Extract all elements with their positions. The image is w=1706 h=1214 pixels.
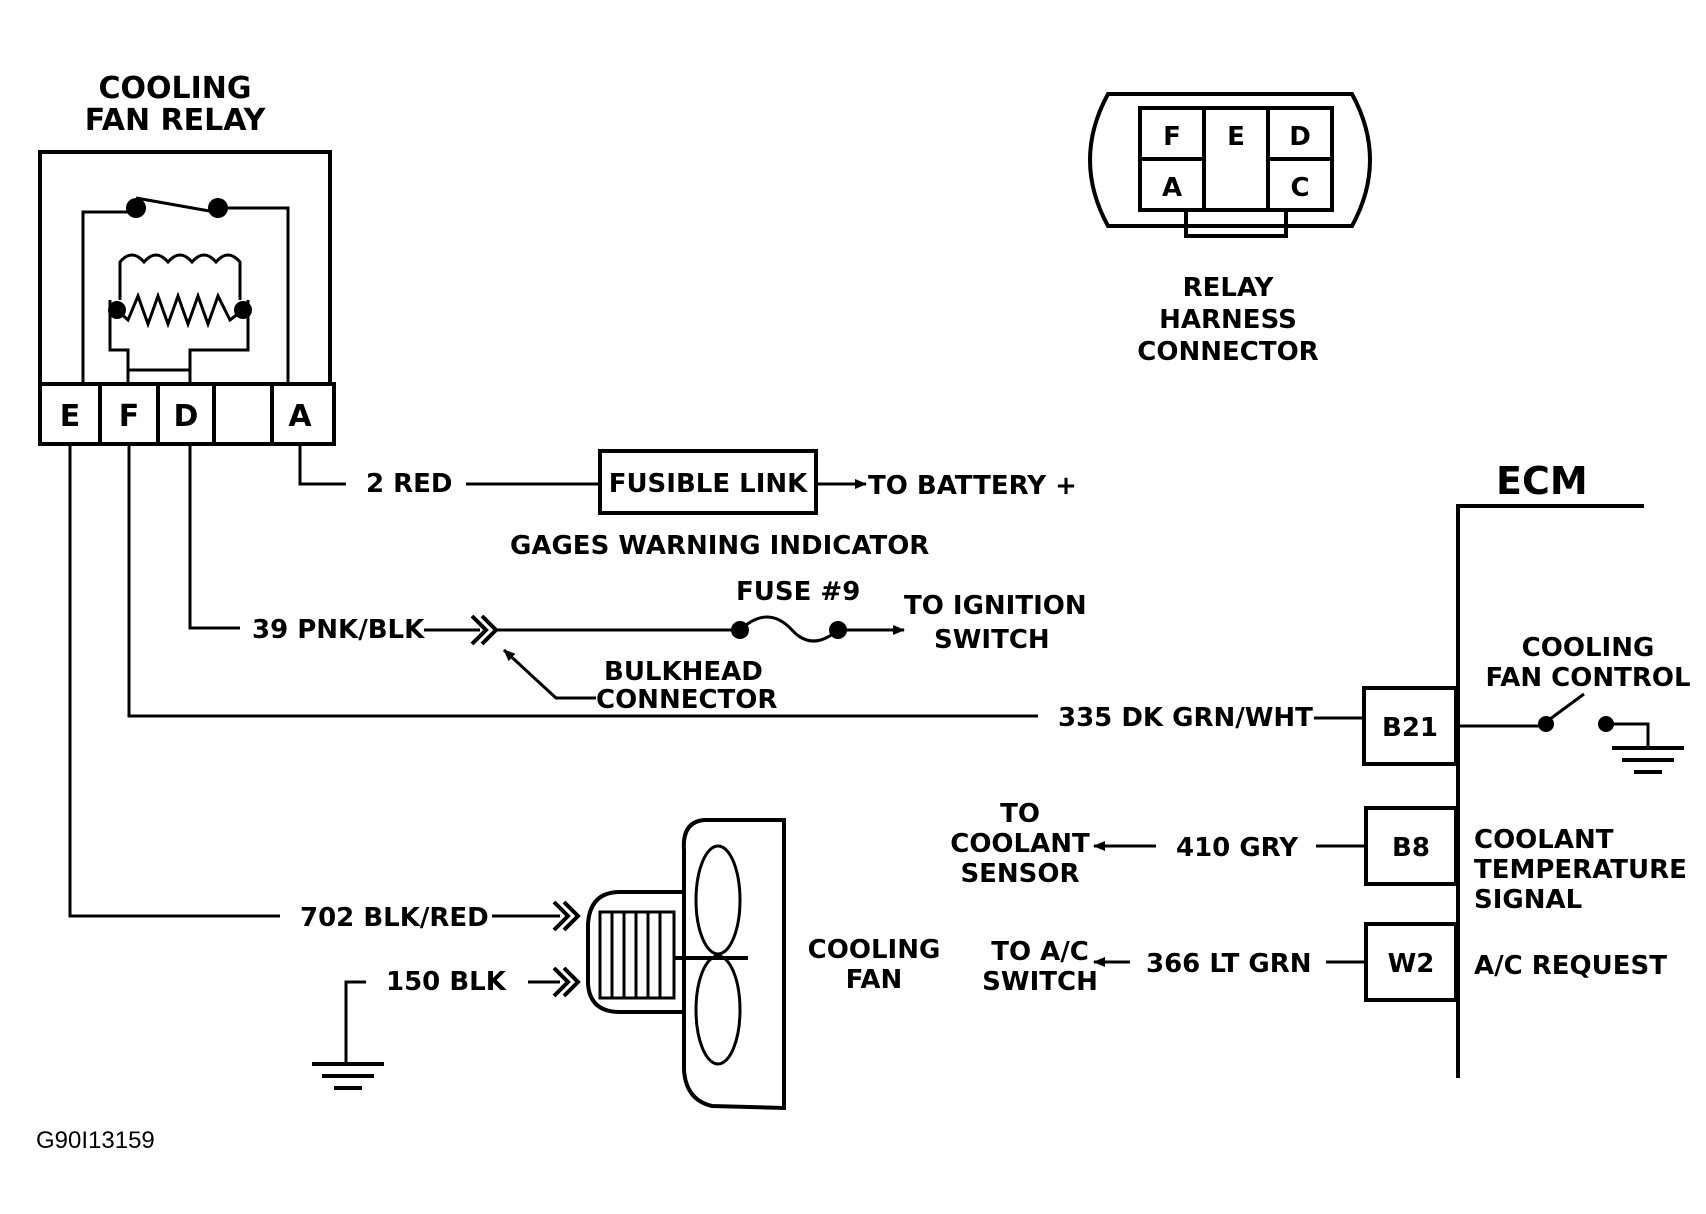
ecm-pin-b21-label: B21 — [1382, 713, 1438, 743]
harness-latch — [1184, 208, 1288, 238]
harness-pin-f: F — [1163, 122, 1181, 152]
ecm-outline — [1456, 504, 1644, 1078]
ecm-pin-w2 — [1364, 922, 1458, 1002]
relay-title-line2: FAN RELAY — [85, 103, 267, 138]
harness-outline — [1088, 92, 1372, 228]
fan-control-label-line2: FAN CONTROL — [1485, 663, 1690, 693]
ecm-pin-b8-label: B8 — [1392, 833, 1430, 863]
coolant-signal-line3: SIGNAL — [1474, 885, 1582, 915]
ground-symbol-fan — [312, 1062, 384, 1090]
circuit-2-red: 2 RED FUSIBLE LINK TO BATTERY + GAGES WA… — [298, 444, 1077, 561]
ac-request-label: A/C REQUEST — [1474, 951, 1667, 981]
fuse-9-label: FUSE #9 — [736, 577, 860, 607]
wire-335-label: 335 DK GRN/WHT — [1058, 703, 1313, 733]
to-coolant-line2: COOLANT — [950, 829, 1090, 859]
wire-366-label: 366 LT GRN — [1146, 949, 1312, 979]
harness-label-line3: CONNECTOR — [1137, 337, 1318, 367]
relay-pin-f: F — [119, 399, 140, 434]
fuse-9-symbol — [738, 615, 839, 643]
fusible-link-label: FUSIBLE LINK — [609, 469, 808, 499]
circuit-702-blk-red: 702 BLK/RED — [68, 444, 581, 933]
to-coolant-line1: TO — [1000, 799, 1040, 829]
bulkhead-label-line1: BULKHEAD — [604, 657, 763, 687]
to-ignition-line1: TO IGNITION — [904, 591, 1087, 621]
circuit-410-gry: 410 GRY TO COOLANT SENSOR — [950, 799, 1366, 889]
ecm-title: ECM — [1496, 459, 1588, 503]
wire-702-label: 702 BLK/RED — [300, 903, 489, 933]
fan-shroud — [681, 818, 786, 1111]
to-ac-line2: SWITCH — [982, 967, 1098, 997]
fan-connector-702-symbol — [552, 900, 581, 932]
harness-pin-e: E — [1227, 122, 1245, 152]
wire-150-label: 150 BLK — [386, 967, 507, 997]
figure-code: G90I13159 — [36, 1127, 155, 1154]
relay-title-line1: COOLING — [98, 71, 251, 106]
fan-control-label-line1: COOLING — [1522, 633, 1655, 663]
to-battery-label: TO BATTERY + — [868, 471, 1077, 501]
relay-pin-e: E — [60, 399, 81, 434]
bulkhead-label-line2: CONNECTOR — [596, 685, 777, 715]
ground-symbol-ecm — [1612, 746, 1684, 774]
to-coolant-line3: SENSOR — [960, 859, 1079, 889]
coolant-signal-line1: COOLANT — [1474, 825, 1614, 855]
wire-410-label: 410 GRY — [1176, 833, 1299, 863]
harness-pin-d: D — [1289, 122, 1311, 152]
circuit-366-lt-grn: 366 LT GRN TO A/C SWITCH — [982, 937, 1366, 997]
wire-39-pnk-blk-label: 39 PNK/BLK — [252, 615, 425, 645]
relay-pin-strip — [38, 382, 336, 446]
coolant-signal-line2: TEMPERATURE — [1474, 855, 1687, 885]
harness-label-line1: RELAY — [1183, 273, 1275, 303]
ecm-pin-w2-label: W2 — [1388, 949, 1435, 979]
relay-pin-a: A — [288, 399, 312, 434]
ecm-pin-b21 — [1362, 686, 1458, 766]
ecm: ECM B21 COOLING FAN CONTROL B8 COOLANT T… — [1362, 459, 1691, 1078]
fusible-link — [598, 449, 818, 515]
harness-pin-a: A — [1162, 173, 1182, 203]
fan-label-line1: COOLING — [808, 935, 941, 965]
relay-harness-connector: F E D A C RELAY HARNESS CONNECTOR — [1088, 92, 1372, 367]
relay-coil-symbol — [108, 253, 252, 404]
fan-motor-housing — [586, 890, 686, 1014]
wire-2-red-label: 2 RED — [366, 469, 453, 499]
cooling-fan: COOLING FAN — [586, 818, 941, 1111]
circuit-39-pnk-blk: 39 PNK/BLK FUSE #9 TO IGNITION SWITCH BU… — [188, 444, 1087, 715]
fan-label-line2: FAN — [846, 965, 903, 995]
relay-switch-symbol — [81, 196, 290, 404]
circuit-150-blk: 150 BLK — [312, 966, 581, 1090]
circuit-335-dk-grn-wht: 335 DK GRN/WHT — [127, 444, 1362, 733]
fan-control-switch — [1545, 692, 1585, 724]
gages-warning-label: GAGES WARNING INDICATOR — [510, 531, 929, 561]
harness-pin-c: C — [1290, 173, 1309, 203]
fan-blade-lower — [694, 954, 742, 1066]
to-ignition-line2: SWITCH — [934, 625, 1050, 655]
relay-pin-d: D — [174, 399, 199, 434]
cooling-fan-relay: COOLING FAN RELAY E F D A — [38, 71, 336, 446]
to-ac-line1: TO A/C — [991, 937, 1089, 967]
fan-blade-upper — [694, 844, 742, 956]
fan-connector-150-symbol — [552, 966, 581, 998]
harness-label-line2: HARNESS — [1159, 305, 1297, 335]
